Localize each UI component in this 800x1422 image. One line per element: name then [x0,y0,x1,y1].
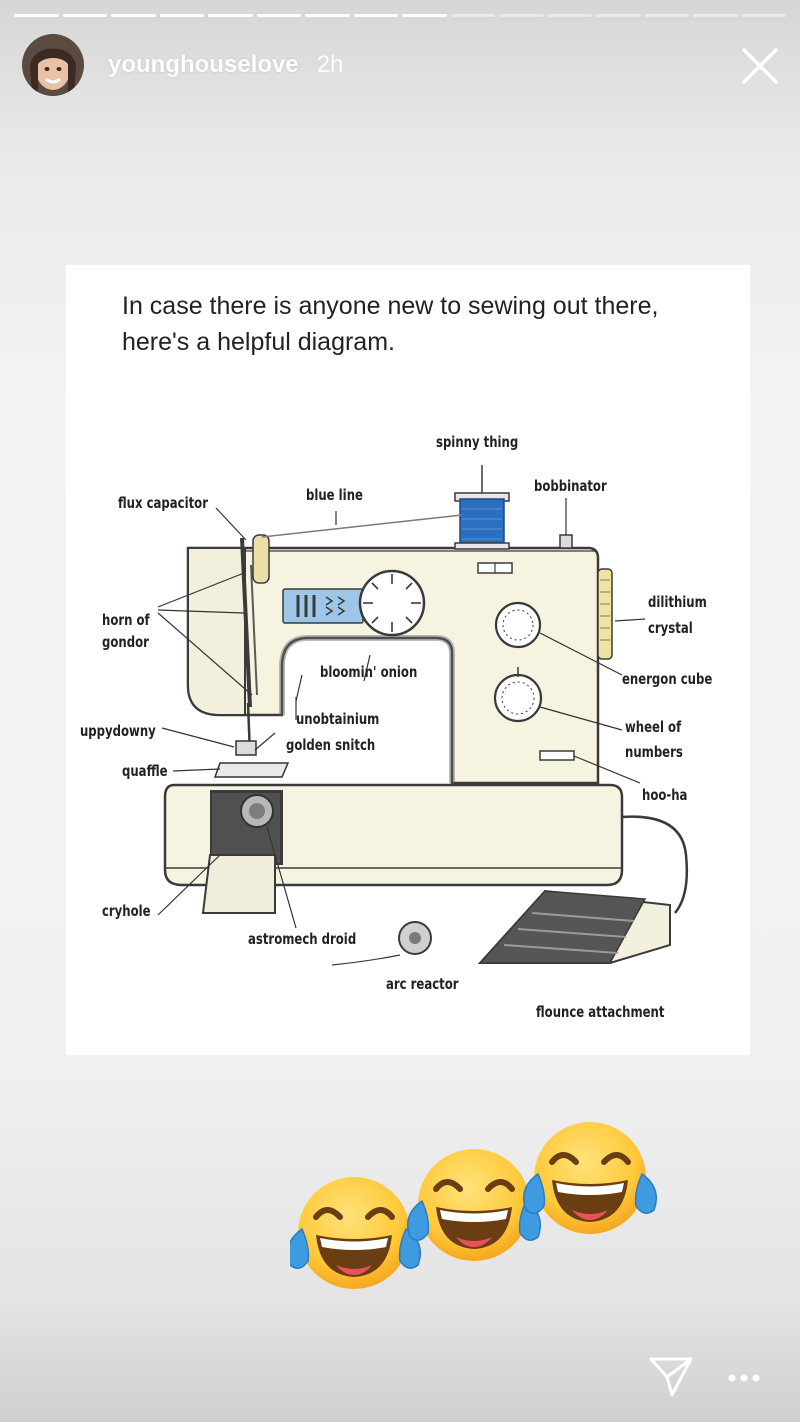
progress-segment [14,14,59,17]
progress-segment [644,14,689,17]
more-options-button[interactable] [726,1370,762,1386]
label-bloomin-onion: bloomin' onion [320,665,417,682]
avatar-image [22,34,84,96]
label-golden-snitch: golden snitch [286,738,375,755]
progress-segment [499,14,544,17]
send-message-button[interactable] [648,1355,694,1399]
diagram-labels: spinny thing blue line bobbinator flux c… [80,435,712,1022]
label-flux-capacitor: flux capacitor [118,496,208,513]
label-energon-cube: energon cube [622,672,712,689]
emoji-sticker-group[interactable] [290,1115,670,1295]
progress-segment [693,14,738,17]
label-astromech-droid: astromech droid [248,932,356,949]
laughing-emoji-icon [290,1177,420,1289]
more-icon [728,1374,760,1382]
close-button[interactable] [740,46,780,86]
label-dilithium-line-2: crystal [648,621,693,638]
label-wheel-of-line-2: numbers [625,745,683,762]
label-hoo-ha: hoo-ha [642,788,687,805]
story-progress-bar [14,14,786,18]
progress-segment [353,14,398,17]
label-flounce-attachment: flounce attachment [536,1005,665,1022]
caption-line-2: here's a helpful diagram. [122,328,395,356]
sewing-machine [163,465,689,966]
story-username[interactable]: younghouselove [108,51,299,78]
progress-segment [402,14,447,17]
label-blue-line: blue line [306,488,363,505]
label-quaffle: quaffle [122,764,168,781]
progress-segment [256,14,301,17]
progress-segment [547,14,592,17]
progress-segment [305,14,350,17]
send-icon [649,1357,693,1397]
label-uppydowny: uppydowny [80,724,156,741]
progress-segment [111,14,156,17]
label-horn-of-line-2: gondor [102,635,149,652]
label-dilithium-line-1: dilithium [648,595,707,612]
caption-line-1: In case there is anyone new to sewing ou… [122,292,659,320]
story-timestamp: 2h [316,51,344,78]
progress-segment [159,14,204,17]
progress-segment [741,14,786,17]
label-arc-reactor: arc reactor [386,977,459,994]
progress-segment [450,14,495,17]
leader-lines [157,498,646,929]
sewing-machine-diagram: spinny thing blue line bobbinator flux c… [80,435,712,1022]
label-wheel-of-line-1: wheel of [625,720,681,737]
close-icon [742,48,778,84]
post-caption: In case there is anyone new to sewing ou… [122,288,722,360]
label-horn-of-line-1: horn of [102,613,150,630]
story-header: younghouselove 2h [22,32,780,98]
laughing-emoji-icon [408,1149,541,1261]
progress-segment [596,14,641,17]
label-spinny-thing: spinny thing [436,435,518,452]
avatar[interactable] [22,34,84,96]
label-cryhole: cryhole [102,904,151,921]
label-unobtainium: unobtainium [296,712,379,729]
laughing-emoji-icon [524,1122,657,1234]
progress-segment [208,14,253,17]
label-bobbinator: bobbinator [534,479,607,496]
progress-segment [62,14,107,17]
